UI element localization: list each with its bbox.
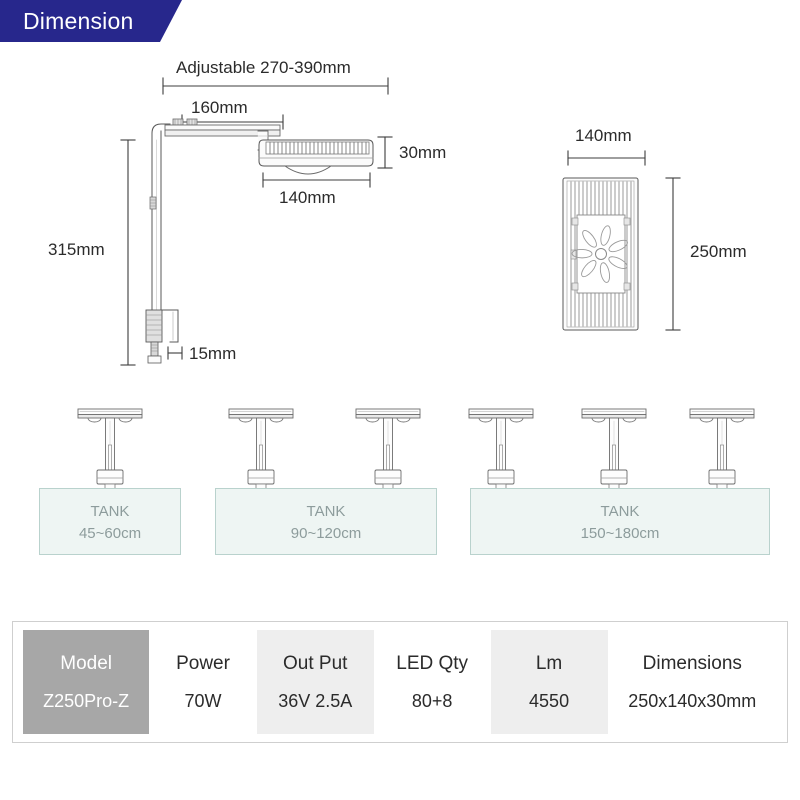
section-banner: Dimension (0, 0, 182, 42)
spec-header-lm: Lm (535, 652, 563, 674)
spec-value-model: Z250Pro-Z (43, 690, 130, 711)
tank-label-medium-size: 90~120cm (290, 525, 362, 542)
tank-label-small-name: TANK (90, 503, 130, 520)
spec-value-output: 36V 2.5A (278, 690, 353, 711)
dim-label-top-width: 140mm (575, 126, 632, 145)
dim-label-head-depth: 140mm (279, 188, 336, 207)
dim-line-140-side (262, 172, 371, 188)
tank-box-small: TANK 45~60cm (39, 488, 181, 555)
spec-header-output: Out Put (283, 652, 348, 674)
dim-label-head-height: 30mm (399, 143, 447, 162)
dim-line-250 (665, 177, 681, 331)
dim-label-top-length: 250mm (690, 242, 747, 261)
lamp-top-view (562, 177, 639, 331)
tank-box-large: TANK 150~180cm (470, 488, 770, 555)
banner-title: Dimension (23, 7, 134, 34)
lamp-side-view (145, 118, 374, 364)
spec-value-power: 70W (184, 690, 222, 711)
dim-line-140-top (567, 150, 646, 166)
tank-box-medium: TANK 90~120cm (215, 488, 437, 555)
dim-line-315 (120, 139, 136, 366)
spec-value-lm: 4550 (529, 690, 570, 711)
tank-label-large-name: TANK (600, 503, 640, 520)
dim-line-15 (167, 346, 183, 360)
spec-column-power: Power 70W (149, 630, 257, 734)
spec-column-led-qty: LED Qty 80+8 (374, 630, 491, 734)
tank-label-large-size: 150~180cm (580, 525, 660, 542)
tank-lamp-group-large (468, 408, 755, 495)
spec-value-led-qty: 80+8 (411, 690, 453, 711)
tank-lamp-group-small (77, 408, 143, 495)
tank-label-medium-name: TANK (306, 503, 346, 520)
spec-header-model: Model (60, 652, 112, 674)
spec-header-power: Power (176, 652, 230, 674)
dim-line-adjustable (162, 77, 389, 95)
spec-header-dimensions: Dimensions (642, 652, 742, 674)
dim-label-clamp-width: 15mm (189, 344, 237, 363)
spec-header-led-qty: LED Qty (396, 652, 469, 674)
spec-column-model: Model Z250Pro-Z (23, 630, 150, 734)
spec-column-output: Out Put 36V 2.5A (256, 630, 374, 734)
spec-column-dimensions: Dimensions 250x140x30mm (608, 630, 778, 734)
specification-table: Model Z250Pro-Z Power 70W Out Put 36V 2.… (12, 621, 788, 743)
dim-label-total-height: 315mm (48, 240, 105, 259)
spec-value-dimensions: 250x140x30mm (628, 690, 757, 711)
dim-label-adjustable: Adjustable 270-390mm (176, 58, 351, 77)
dim-line-30 (377, 136, 393, 169)
tank-lamp-group-medium (228, 408, 421, 495)
spec-column-lm: Lm 4550 (490, 630, 608, 734)
tank-label-small-size: 45~60cm (78, 525, 142, 542)
dim-label-arm-reach: 160mm (191, 98, 248, 117)
